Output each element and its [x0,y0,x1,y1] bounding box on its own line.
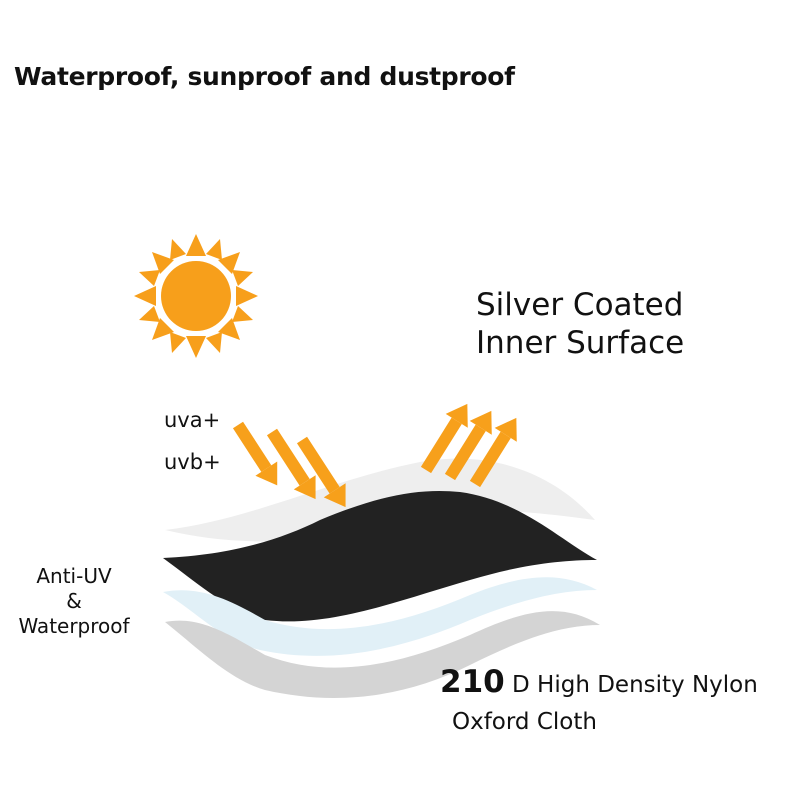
nylon-denier-number: 210 [440,664,505,700]
nylon-line1-text: D High Density Nylon [504,672,758,698]
anti-uv-line3: Waterproof [18,614,130,638]
silver-coated-label: Silver Coated Inner Surface [476,286,684,362]
nylon-line2: Oxford Cloth [452,709,597,735]
reflected-arrows-icon [420,403,517,488]
sun-icon [134,234,258,358]
anti-uv-line2: & [66,589,82,613]
uva-label: uva+ [164,408,221,432]
silver-coated-line2: Inner Surface [476,325,685,361]
silver-coated-line1: Silver Coated [476,287,684,323]
nylon-line1: 210 D High Density Nylon [440,664,758,704]
page-title: Waterproof, sunproof and dustproof [14,62,515,91]
anti-uv-line1: Anti-UV [36,564,112,588]
nylon-label: 210 D High Density Nylon Oxford Cloth [440,664,758,741]
incoming-uv-arrows-icon [232,421,346,508]
anti-uv-label: Anti-UV & Waterproof [4,564,144,639]
uvb-label: uvb+ [164,450,221,474]
